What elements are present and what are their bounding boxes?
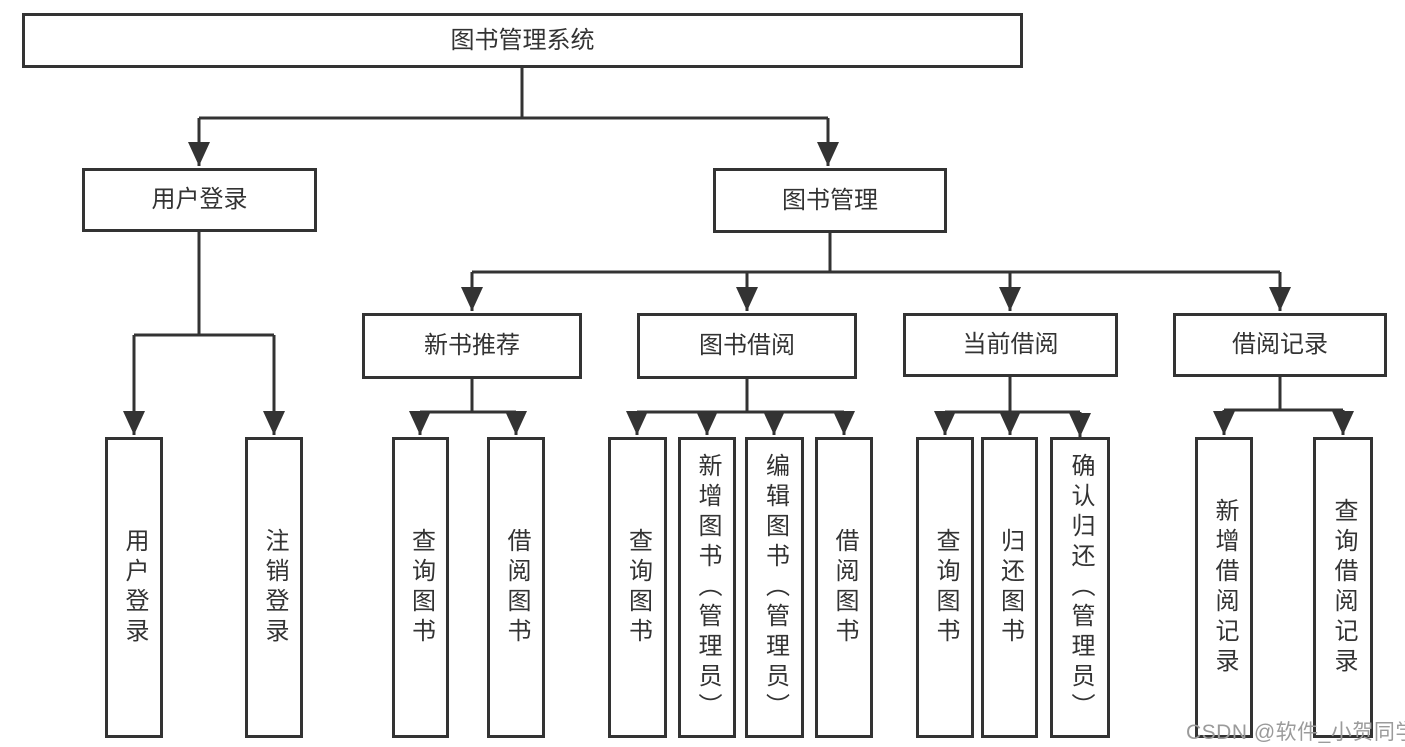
- node-user-login: 用户登录: [82, 168, 317, 232]
- node-current-borrowing: 当前借阅: [903, 313, 1118, 377]
- connector-borrow-trunk: [637, 379, 844, 414]
- leaf-newbook-query-books: 查询图书: [392, 437, 449, 738]
- node-root-library-system: 图书管理系统: [22, 13, 1023, 68]
- leaf-newbook-borrow-books: 借阅图书: [487, 437, 545, 738]
- leaf-current-confirm-return-admin: 确认归还（管理员）: [1050, 437, 1110, 738]
- csdn-watermark: CSDN @软件_小贺同学: [1186, 721, 1405, 744]
- leaf-records-query-record: 查询借阅记录: [1313, 437, 1373, 738]
- node-new-book-recommend: 新书推荐: [362, 313, 582, 379]
- connector-newbook-trunk: [420, 379, 516, 414]
- connector-current-trunk: [945, 377, 1080, 414]
- node-book-management: 图书管理: [713, 168, 947, 233]
- leaf-borrow-borrow-books: 借阅图书: [815, 437, 873, 738]
- leaf-borrow-add-books-admin: 新增图书（管理员）: [678, 437, 736, 738]
- leaf-user-login: 用户登录: [105, 437, 163, 738]
- node-borrowing-records: 借阅记录: [1173, 313, 1387, 377]
- leaf-current-return-books: 归还图书: [981, 437, 1038, 738]
- connector-bookmgmt-trunk: [472, 233, 1280, 274]
- leaf-current-query-books: 查询图书: [916, 437, 974, 738]
- leaf-borrow-query-books: 查询图书: [608, 437, 667, 738]
- connector-root-trunk: [199, 68, 828, 120]
- connector-user-trunk: [134, 232, 274, 337]
- connector-records-trunk: [1224, 377, 1343, 412]
- leaf-records-add-record: 新增借阅记录: [1195, 437, 1253, 738]
- leaf-logout: 注销登录: [245, 437, 303, 738]
- node-book-borrowing: 图书借阅: [637, 313, 857, 379]
- leaf-borrow-edit-books-admin: 编辑图书（管理员）: [745, 437, 804, 738]
